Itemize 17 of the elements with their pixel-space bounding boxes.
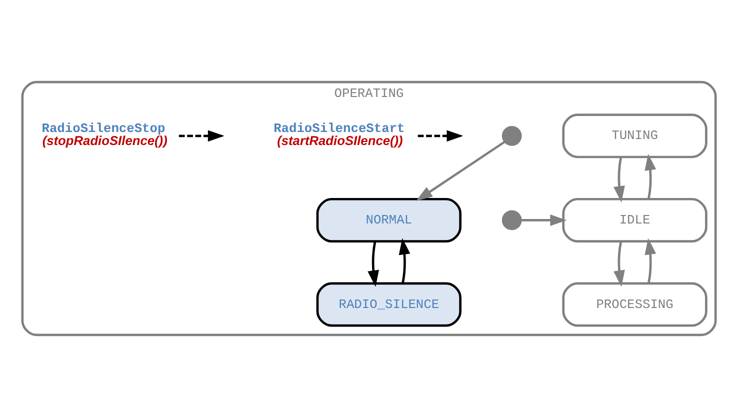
node-box: NORMAL (316, 198, 462, 242)
node-box: PROCESSING (562, 282, 708, 327)
node-box: RADIO_SILENCE (316, 282, 462, 327)
arrow (416, 140, 506, 201)
node-text: RadioSilenceStart (startRadioSIlence()) (274, 121, 405, 148)
arrow (368, 241, 379, 287)
node-box: TUNING (562, 114, 708, 158)
arrow (614, 157, 625, 203)
node-text: RadioSilenceStop (stopRadioSIlence()) (42, 121, 168, 148)
arrow (521, 214, 567, 226)
arrow (614, 241, 625, 287)
arrow (644, 154, 656, 200)
node-circle (502, 210, 522, 230)
node-circle (502, 126, 522, 146)
node-box: IDLE (562, 198, 708, 242)
arrow (398, 238, 410, 284)
arrow (644, 238, 656, 284)
